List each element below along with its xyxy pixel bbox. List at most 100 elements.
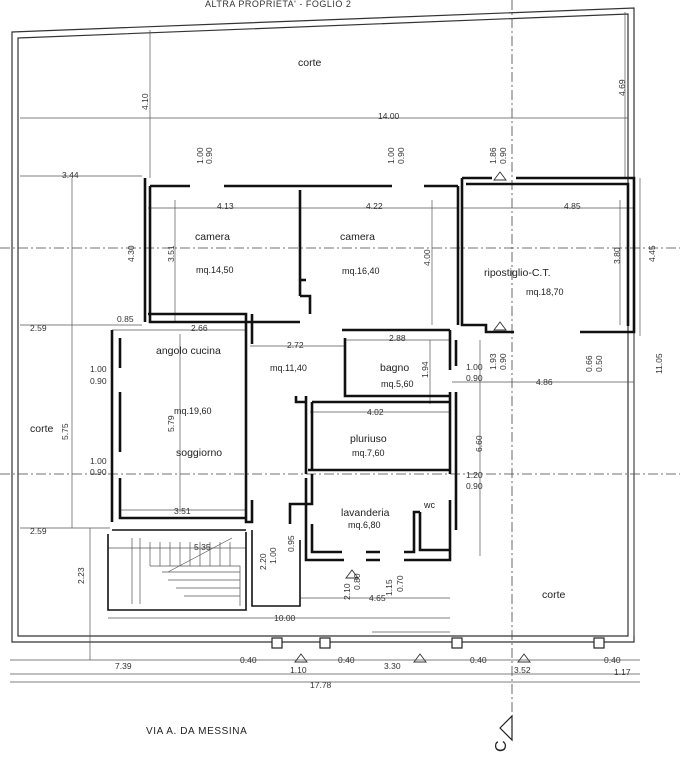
dim-left-gap-bottom: 2.59 <box>30 526 47 536</box>
section-letter: C <box>493 740 510 752</box>
dim-camera1-width: 4.13 <box>217 201 234 211</box>
room-name-wc: wc <box>423 500 435 510</box>
opening-w-win-ripostiglio-bottom: 0.66 <box>584 355 594 372</box>
dim-seg-352: 3.52 <box>514 665 531 675</box>
room-area-bagno: mq.5,60 <box>381 379 414 389</box>
opening-h-door-ripostiglio-bottom: 0.90 <box>498 353 508 370</box>
opening-h-win-soggiorno: 0.90 <box>90 467 107 477</box>
dim-left-total: 5.75 <box>60 423 70 440</box>
dim-seg-117: 1.17 <box>614 667 631 677</box>
dim-cucina-width: 2.66 <box>191 323 208 333</box>
dim-step-100: 1.00 <box>268 547 278 564</box>
dim-seg-330: 3.30 <box>384 661 401 671</box>
property-boundary <box>11 7 635 643</box>
dim-left-gap-top: 2.59 <box>30 323 47 333</box>
dim-top-left-height: 4.10 <box>140 93 150 110</box>
dim-ripostiglio-depth: 3.80 <box>612 247 622 264</box>
dim-stair-width: 5.35 <box>194 542 211 552</box>
dim-lavanderia-width: 4.65 <box>369 593 386 603</box>
dim-camera2-depth: 4.00 <box>422 249 432 266</box>
room-name-ripostiglio: ripostiglio-C.T. <box>484 267 551 279</box>
opening-w-win-bagno: 1.00 <box>466 362 483 372</box>
opening-w-door-lavanderia-right: 1.15 <box>384 579 394 596</box>
opening-w-win-camera1: 1.00 <box>195 147 205 164</box>
dim-ripostiglio-width: 4.85 <box>564 201 581 211</box>
corte-top: corte <box>298 57 322 69</box>
opening-w-win-cucina: 1.00 <box>90 364 107 374</box>
section-mark: C <box>493 714 513 752</box>
dim-step-220: 2.20 <box>258 553 268 570</box>
opening-h-win-wc: 0.90 <box>466 481 483 491</box>
dim-ground-width: 10.00 <box>274 613 296 623</box>
dim-camera2-width: 4.22 <box>366 201 383 211</box>
dim-pluriuso-width: 4.02 <box>367 407 384 417</box>
room-area-camera-1: mq.14,50 <box>196 265 234 275</box>
opening-h-door-ripostiglio-top: 0.90 <box>498 147 508 164</box>
dim-right-block-depth: 4.45 <box>647 245 657 262</box>
dim-seg-040-b: 0.40 <box>338 655 355 665</box>
dim-lower-left: 2.23 <box>76 567 86 584</box>
corte-left: corte <box>30 423 54 435</box>
dim-seg-110: 1.10 <box>290 665 307 675</box>
dim-overall-width: 14.00 <box>378 111 400 121</box>
section-axes <box>0 0 680 740</box>
corte-right: corte <box>542 589 566 601</box>
room-name-soggiorno: soggiorno <box>176 447 222 459</box>
opening-h-win-ripostiglio-bottom: 0.50 <box>594 355 604 372</box>
room-name-camera-1: camera <box>195 231 230 243</box>
opening-h-win-cucina: 0.90 <box>90 376 107 386</box>
dim-top-right-height: 4.69 <box>617 79 627 96</box>
dim-corridor-width: 2.72 <box>287 340 304 350</box>
opening-w-win-wc: 1.20 <box>466 470 483 480</box>
header-fragment: ALTRA PROPRIETA' - FOGLIO 2 <box>205 0 351 9</box>
dimension-labels: 14.00 3.44 4.13 4.22 4.85 0.85 2.59 2.66… <box>30 111 631 690</box>
dim-camera1-depth: 3.51 <box>166 245 176 262</box>
opening-h-door-lavanderia-left: 0.80 <box>352 573 362 590</box>
opening-w-door-ripostiglio-bottom: 1.93 <box>488 353 498 370</box>
level-markers <box>294 171 531 663</box>
dim-seg-left: 7.39 <box>115 661 132 671</box>
dim-seg-040-a: 0.40 <box>240 655 257 665</box>
street-name: VIA A. DA MESSINA <box>146 726 247 737</box>
room-labels: camera mq.14,50 camera mq.16,40 ripostig… <box>30 57 566 737</box>
room-name-lavanderia: lavanderia <box>341 507 390 519</box>
pillars <box>271 631 605 649</box>
dim-total-width: 17.78 <box>310 680 332 690</box>
dimension-lines <box>10 12 641 683</box>
dim-right-total: 11.05 <box>654 353 664 374</box>
dim-seg-040-d: 0.40 <box>604 655 621 665</box>
opening-labels: 1.00 0.90 1.00 0.90 1.86 0.90 1.00 0.90 … <box>90 147 604 600</box>
room-name-camera-2: camera <box>340 231 375 243</box>
dim-soggiorno-depth: 5.79 <box>166 415 176 432</box>
dim-left-offset: 3.44 <box>62 170 79 180</box>
opening-w-door-ripostiglio-top: 1.86 <box>488 147 498 164</box>
dim-soggiorno-bottom: 3.51 <box>174 506 191 516</box>
room-area-camera-2: mq.16,40 <box>342 266 380 276</box>
dim-seg-040-c: 0.40 <box>470 655 487 665</box>
opening-h-door-lavanderia-right: 0.70 <box>395 575 405 592</box>
opening-h-win-bagno: 0.90 <box>466 373 483 383</box>
building-walls <box>107 176 636 611</box>
staircase <box>131 537 241 606</box>
opening-w-win-soggiorno: 1.00 <box>90 456 107 466</box>
room-name-pluriuso: pluriuso <box>350 433 387 445</box>
opening-h-win-camera1: 0.90 <box>204 147 214 164</box>
opening-h-win-camera2: 0.90 <box>396 147 406 164</box>
room-area-ripostiglio: mq.18,70 <box>526 287 564 297</box>
room-area-pluriuso: mq.7,60 <box>352 448 385 458</box>
dim-bagno-depth: 1.94 <box>420 361 430 378</box>
vertical-dimension-labels: 4.10 4.69 4.30 3.51 4.00 3.80 4.45 5.79 … <box>60 79 664 584</box>
room-area-soggiorno: mq.19,60 <box>174 406 212 416</box>
room-area-lavanderia: mq.6,80 <box>348 520 381 530</box>
room-name-bagno: bagno <box>380 362 409 374</box>
dim-left-step: 4.30 <box>126 245 136 262</box>
dim-right-wing-width: 4.86 <box>536 377 553 387</box>
dim-bagno-width: 2.88 <box>389 333 406 343</box>
room-area-disimpegno: mq.11,40 <box>270 363 307 373</box>
dim-small-step: 0.85 <box>117 314 134 324</box>
opening-w-win-camera2: 1.00 <box>386 147 396 164</box>
dim-pluriuso-height: 6.60 <box>474 435 484 452</box>
dim-step-095: 0.95 <box>286 535 296 552</box>
room-name-angolo-cucina: angolo cucina <box>156 345 221 357</box>
